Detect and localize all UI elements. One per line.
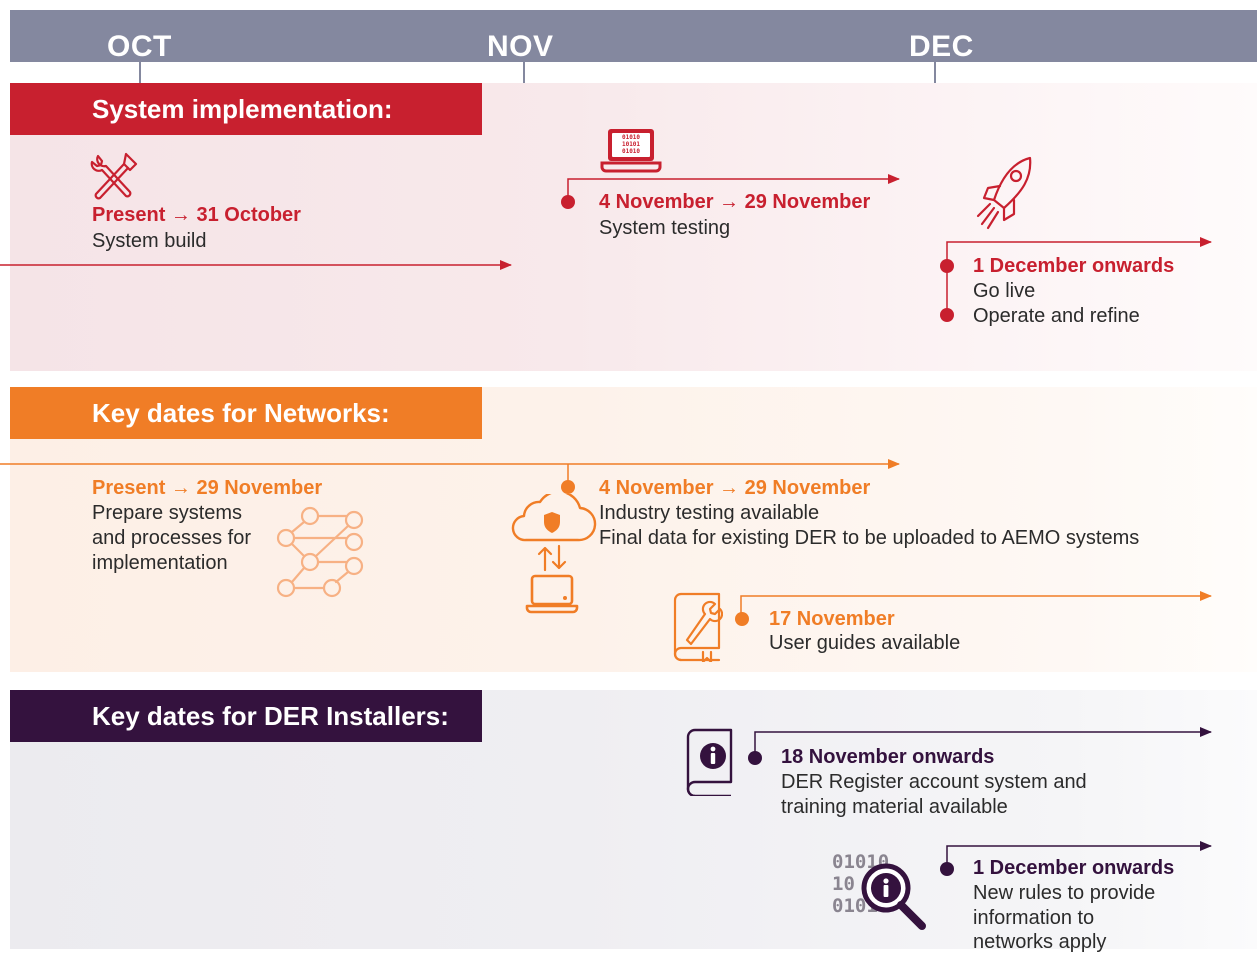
- final-data-desc: Final data for existing DER to be upload…: [599, 527, 1140, 549]
- new-rules-dot: [940, 862, 954, 876]
- user-guide-icon: [673, 592, 723, 662]
- networks-section-title: Key dates for Networks:: [92, 398, 390, 428]
- system-build-date: Present → 31 October: [92, 204, 301, 226]
- sync-arrows-icon: [537, 544, 567, 572]
- industry-testing-date: 4 November → 29 November: [599, 477, 871, 499]
- month-nov: NOV: [487, 30, 554, 63]
- der-register-desc-1: DER Register account system and: [781, 771, 1087, 793]
- month-header-bar: OCT NOV DEC: [10, 10, 1257, 63]
- svg-text:10101: 10101: [622, 141, 640, 148]
- svg-text:01010: 01010: [622, 148, 640, 155]
- laptop-icon: [525, 574, 579, 614]
- new-rules-desc-1: New rules to provide: [973, 882, 1156, 904]
- rocket-icon: [976, 156, 1032, 230]
- new-rules-date: 1 December onwards: [973, 857, 1175, 879]
- installers-section-header: Key dates for DER Installers:: [10, 690, 482, 742]
- networks-prepare-date: Present → 29 November: [92, 477, 323, 499]
- der-register-desc-2: training material available: [781, 796, 1008, 818]
- der-register-date: 18 November onwards: [781, 746, 995, 768]
- system-build-desc: System build: [92, 230, 207, 252]
- networks-prepare-desc-2: and processes for: [92, 527, 251, 549]
- system-section-title: System implementation:: [92, 94, 393, 124]
- industry-testing-desc: Industry testing available: [599, 502, 820, 524]
- new-rules-desc-3: networks apply: [973, 931, 1107, 953]
- user-guides-date: 17 November: [769, 608, 895, 630]
- industry-testing-dot: [561, 480, 575, 494]
- month-oct: OCT: [107, 30, 172, 63]
- tick-nov: [523, 62, 525, 83]
- tick-oct: [139, 62, 141, 83]
- new-rules-desc-2: information to: [973, 907, 1095, 929]
- networks-prepare-desc-3: implementation: [92, 552, 228, 574]
- system-testing-desc: System testing: [599, 217, 731, 239]
- tools-icon: [90, 152, 138, 200]
- system-section-header: System implementation:: [10, 83, 482, 135]
- operate-refine-desc: Operate and refine: [973, 305, 1140, 327]
- cloud-security-icon: [511, 494, 597, 542]
- networks-section-header: Key dates for Networks:: [10, 387, 482, 439]
- user-guides-dot: [735, 612, 749, 626]
- networks-prepare-desc-1: Prepare systems: [92, 502, 243, 524]
- installers-section-title: Key dates for DER Installers:: [92, 701, 449, 731]
- svg-text:01010: 01010: [622, 134, 640, 141]
- system-testing-date: 4 November → 29 November: [599, 191, 871, 213]
- info-book-icon: [686, 728, 733, 796]
- laptop-code-icon: 01010 10101 01010: [600, 129, 662, 173]
- svg-text:10: 10: [832, 873, 855, 895]
- month-dec: DEC: [909, 30, 974, 63]
- network-nodes-icon: [276, 506, 364, 598]
- system-testing-dot: [561, 195, 575, 209]
- go-live-desc: Go live: [973, 280, 1036, 302]
- data-search-icon: 01010 10 01010: [832, 851, 926, 930]
- go-live-dot: [940, 259, 954, 273]
- operate-dot: [940, 308, 954, 322]
- go-live-date: 1 December onwards: [973, 255, 1175, 277]
- tick-dec: [934, 62, 936, 83]
- der-register-dot: [748, 751, 762, 765]
- user-guides-desc: User guides available: [769, 632, 961, 654]
